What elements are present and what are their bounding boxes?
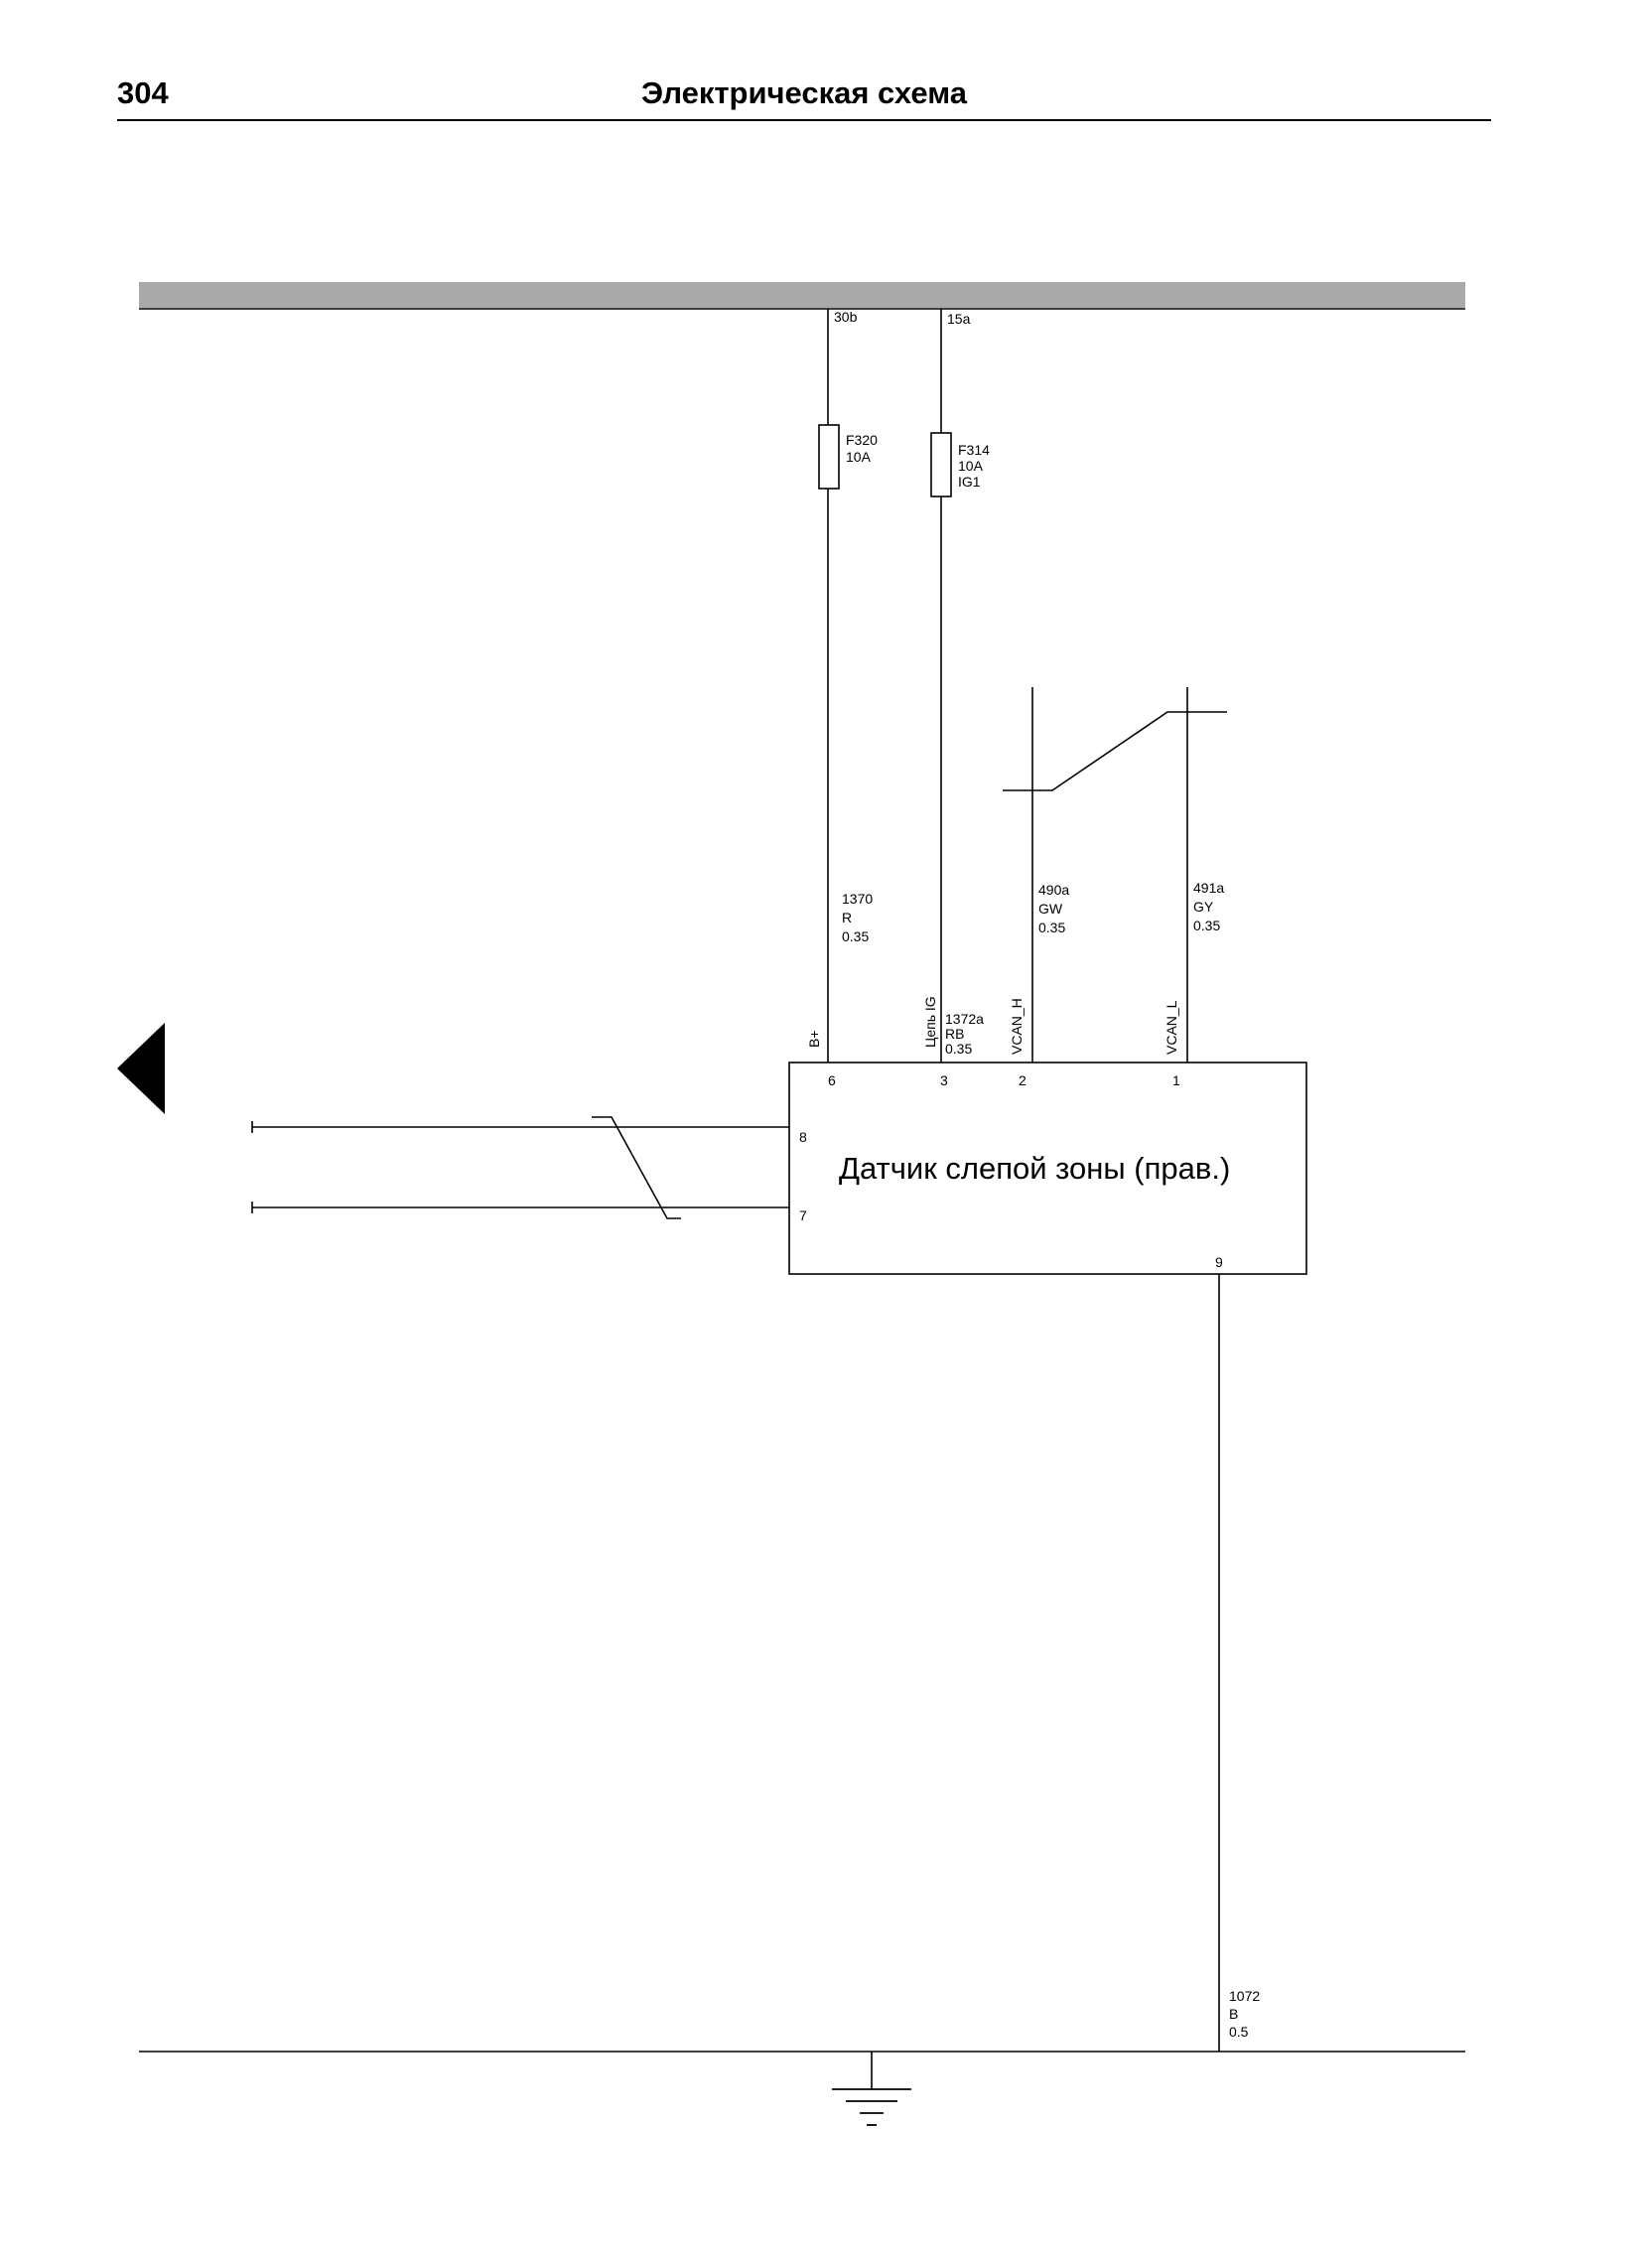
pin-9-number: 9	[1215, 1254, 1223, 1270]
pin-2-function: VCAN_H	[1009, 998, 1025, 1055]
page-continuation-arrow-icon	[117, 1023, 165, 1114]
fuse-f320	[818, 424, 840, 490]
wire-1370-id: 1370	[842, 891, 873, 907]
pin-3-function: Цепь IG	[922, 996, 938, 1048]
wire-491a-id: 491a	[1193, 880, 1224, 896]
fuse-f320-rating: 10A	[846, 449, 872, 465]
wire-491a-color: GY	[1193, 899, 1214, 915]
wire-490a-section: 0.35	[1038, 920, 1065, 935]
twisted-pair-marker	[1003, 711, 1227, 791]
wire-1072-color: B	[1229, 2006, 1238, 2022]
pin-8-number: 8	[799, 1129, 807, 1145]
wire-491a-section: 0.35	[1193, 918, 1220, 933]
fuse-f320-name: F320	[846, 432, 878, 448]
pin-1-number: 1	[1172, 1072, 1180, 1088]
wire-1370-color: R	[842, 910, 852, 925]
ground-icon	[832, 2088, 911, 2126]
pin-6-function: B+	[806, 1030, 822, 1048]
fuse-f314-circuit: IG1	[958, 474, 981, 490]
wire-1372a-id: 1372a	[945, 1011, 984, 1027]
wire-1072-id: 1072	[1229, 1988, 1260, 2004]
fuse-f314	[930, 432, 952, 497]
pin-7-number: 7	[799, 1207, 807, 1223]
bus-label-15a: 15a	[947, 311, 971, 327]
power-bus-bar	[139, 282, 1465, 308]
wire-490a-id: 490a	[1038, 882, 1069, 898]
page-title: Электрическая схема	[641, 75, 967, 110]
pin-1-function: VCAN_L	[1163, 1000, 1179, 1055]
wire-1370-section: 0.35	[842, 928, 869, 944]
page-number: 304	[117, 75, 169, 110]
fuse-f314-rating: 10A	[958, 458, 984, 474]
pin-3-number: 3	[940, 1072, 948, 1088]
bus-label-30b: 30b	[834, 309, 858, 325]
page-header: 304 Электрическая схема	[117, 71, 1491, 121]
wire-1072-section: 0.5	[1229, 2024, 1249, 2040]
pin-2-number: 2	[1019, 1072, 1026, 1088]
wire-1372a-section: 0.35	[945, 1041, 972, 1057]
pin-6-number: 6	[828, 1072, 836, 1088]
module-name: Датчик слепой зоны (прав.)	[839, 1151, 1230, 1186]
left-twisted-pair-marker	[592, 1116, 681, 1219]
wire-1372a-color: RB	[945, 1026, 964, 1042]
module-box	[788, 1062, 1307, 1275]
wire-490a-color: GW	[1038, 901, 1063, 917]
fuse-f314-name: F314	[958, 442, 990, 458]
